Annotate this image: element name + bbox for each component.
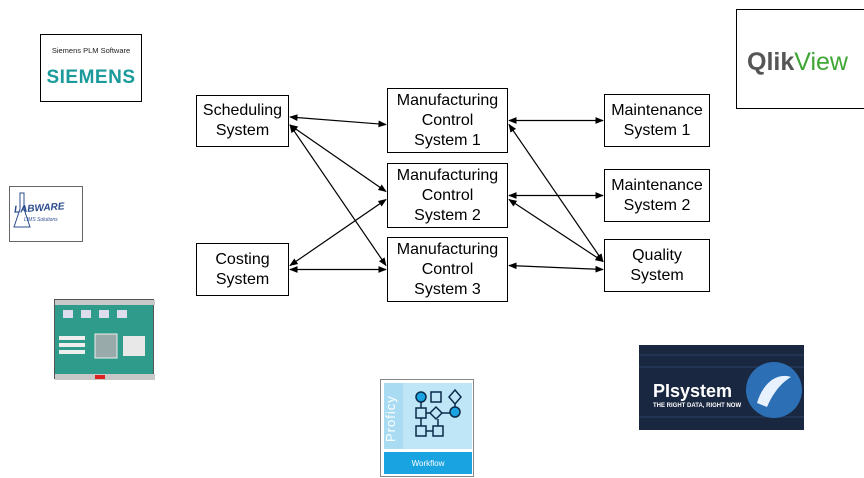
proficy-workflow-label: Workflow — [384, 452, 472, 474]
node-quality-system: Quality System — [604, 239, 710, 292]
hmi-screenshot-image — [54, 299, 155, 380]
node-maintenance-system-1: Maintenance System 1 — [604, 94, 710, 147]
pi-system-wordmark: PIsystem — [653, 381, 733, 401]
pi-system-tagline: THE RIGHT DATA, RIGHT NOW — [653, 403, 742, 409]
siemens-logo: Siemens PLM Software SIEMENS — [40, 34, 142, 102]
node-manufacturing-control-system-1: Manufacturing Control System 1 — [387, 88, 508, 153]
connector-scheduling-mcs1 — [289, 114, 387, 128]
proficy-workflow-logo: Proficy Workflow — [380, 379, 474, 477]
connector-scheduling-mcs3 — [289, 124, 387, 267]
connector-mcs1-quality — [508, 123, 604, 263]
node-maintenance-system-2: Maintenance System 2 — [604, 169, 710, 222]
node-manufacturing-control-system-2: Manufacturing Control System 2 — [387, 163, 508, 228]
node-manufacturing-control-system-3: Manufacturing Control System 3 — [387, 237, 508, 302]
view-wordmark: View — [794, 48, 848, 76]
siemens-caption: Siemens PLM Software — [51, 46, 131, 55]
labware-logo: LABWARE LIMS Solutions — [9, 186, 83, 242]
connector-scheduling-mcs2 — [289, 124, 387, 192]
labware-tagline: LIMS Solutions — [24, 217, 58, 223]
qlikview-logo: QlikView — [736, 9, 864, 109]
node-scheduling-system: Scheduling System — [196, 95, 289, 147]
siemens-wordmark: SIEMENS — [46, 67, 136, 88]
pi-system-logo: PIsystem THE RIGHT DATA, RIGHT NOW — [639, 345, 804, 430]
connector-mcs2-quality — [508, 198, 604, 263]
connector-mcs3-quality — [508, 262, 604, 273]
qlik-wordmark: Qlik — [747, 48, 795, 76]
connector-costing-mcs2 — [289, 199, 387, 266]
node-costing-system: Costing System — [196, 243, 289, 296]
